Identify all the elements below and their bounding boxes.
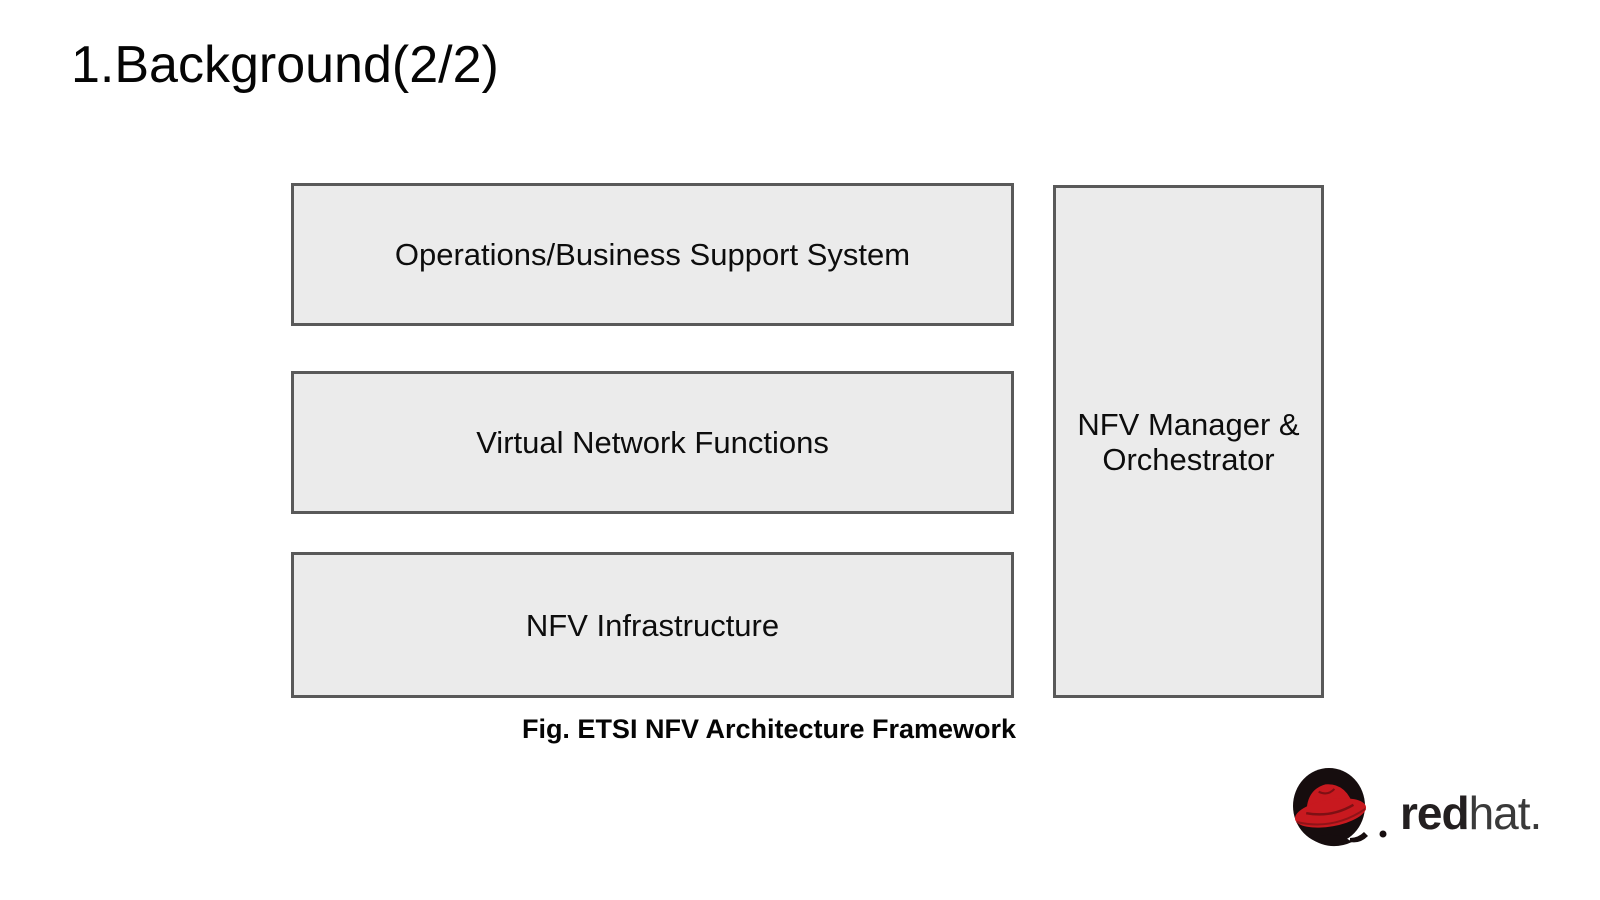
diagram-box-oss: Operations/Business Support System [291,183,1014,326]
redhat-wordmark: redhat. [1400,787,1543,839]
redhat-wordmark-hat: hat. [1468,787,1543,839]
page-title: 1.Background(2/2) [71,36,499,94]
redhat-logo: redhat. [1286,760,1543,850]
redhat-wordmark-red: red [1400,787,1470,839]
redhat-shadowman-icon [1293,768,1387,847]
diagram-box-oss-label: Operations/Business Support System [394,237,911,272]
diagram-box-mano: NFV Manager & Orchestrator [1053,185,1324,698]
diagram-box-mano-label: NFV Manager & Orchestrator [1077,406,1300,477]
diagram-box-nfvi-label: NFV Infrastructure [525,607,780,643]
diagram-box-vnf: Virtual Network Functions [291,371,1014,514]
diagram-box-vnf-label: Virtual Network Functions [476,425,829,460]
figure-caption: Fig. ETSI NFV Architecture Framework [521,714,1017,744]
diagram-box-nfvi: NFV Infrastructure [291,552,1014,698]
